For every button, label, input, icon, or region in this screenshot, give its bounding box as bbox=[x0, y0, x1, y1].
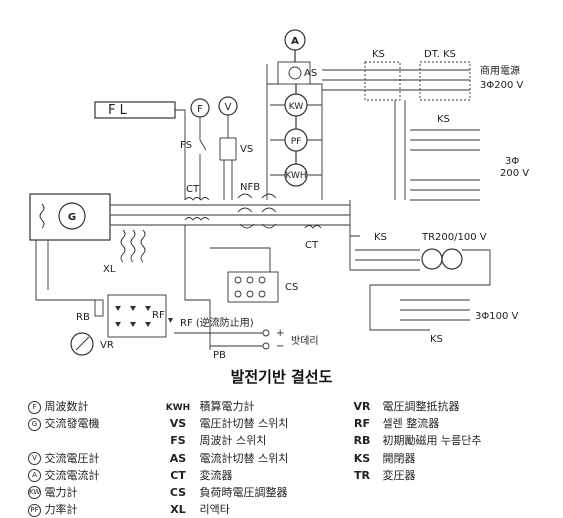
legend-row: KW 電力計 bbox=[28, 485, 78, 500]
dt-ks-label: DT. KS bbox=[424, 49, 456, 60]
ammeter-icon: A bbox=[28, 469, 41, 483]
switch-panel: KS DT. KS 商用電源 3Φ200 V KS 3Φ 200 V KS TR… bbox=[322, 49, 529, 345]
ammeter-group: A AS KW PF KWH bbox=[266, 29, 323, 200]
rb-label: RB bbox=[76, 312, 90, 323]
phi200-b-label: 200 V bbox=[500, 168, 529, 179]
legend-row: F 周波数計 bbox=[28, 398, 100, 415]
generator-group: G bbox=[29, 193, 350, 301]
rf-label: RF bbox=[152, 310, 165, 321]
fs-label: FS bbox=[180, 140, 192, 151]
commercial-3phi-label: 3Φ200 V bbox=[480, 80, 523, 91]
legend-row: TR 変圧器 bbox=[354, 468, 416, 482]
energy-meter-label: KWH bbox=[285, 171, 306, 181]
legend-left: F 周波数計 G 交流發電機 V 交流電圧計 A 交流電流計 KW 電力計 PF… bbox=[28, 398, 100, 518]
legend-row: RF 셀렌 整流器 bbox=[354, 417, 440, 431]
ct-top-label: CT bbox=[186, 184, 200, 195]
pf-meter-icon: PF bbox=[28, 503, 41, 517]
phi100-label: 3Φ100 V bbox=[475, 311, 518, 322]
legend-row: CS 負荷時電圧調整器 bbox=[169, 485, 288, 499]
generator-icon: G bbox=[28, 417, 41, 431]
freq-volt-group: F L F V FS VS bbox=[94, 96, 253, 200]
diagram-title: 발전기반 결선도 bbox=[230, 368, 333, 386]
generator-label: G bbox=[68, 212, 76, 223]
voltmeter-icon: V bbox=[28, 452, 41, 466]
battery-group: RF (逆流防止用) + − 밧데리 PB bbox=[168, 316, 319, 360]
battery-label: 밧데리 bbox=[291, 335, 319, 347]
ct-nfb-group: CT NFB CT bbox=[184, 182, 360, 271]
vr-label: VR bbox=[100, 340, 114, 351]
legend-row: AS 電流計切替 스위치 bbox=[169, 451, 289, 465]
legend-right: VR 電圧調整抵抗器 RF 셀렌 整流器 RB 初期勵磁用 누름단추 KS 開閉… bbox=[345, 398, 482, 484]
freq-meter-icon: F bbox=[28, 400, 41, 414]
freq-meter-label: F bbox=[197, 104, 203, 115]
ks-4-label: KS bbox=[430, 334, 443, 345]
ks-1-label: KS bbox=[372, 49, 385, 60]
wiring-diagram: A AS KW PF KWH F L F V FS VS G bbox=[29, 29, 529, 360]
volt-meter-label: V bbox=[225, 102, 232, 113]
legend-row: VS 電圧計切替 스위치 bbox=[169, 417, 289, 431]
legend-row: KS 開閉器 bbox=[353, 451, 416, 465]
ammeter-label: A bbox=[291, 36, 299, 47]
cs-group: CS bbox=[210, 247, 298, 303]
legend-row: XL 리액타 bbox=[170, 503, 230, 517]
legend-row: VR 電圧調整抵抗器 bbox=[353, 400, 460, 413]
legend-row: CT 変流器 bbox=[170, 468, 233, 482]
excitation-group: XL RB RF VR bbox=[70, 225, 211, 356]
battery-minus-label: − bbox=[276, 341, 284, 352]
tr-label: TR200/100 V bbox=[421, 232, 487, 243]
ct-bottom-label: CT bbox=[305, 240, 319, 251]
legend-row bbox=[28, 432, 100, 449]
ks-2-label: KS bbox=[437, 114, 450, 125]
ammeter-switch-label: AS bbox=[304, 68, 317, 79]
legend-row: A 交流電流計 bbox=[28, 467, 100, 484]
cs-label: CS bbox=[285, 282, 298, 293]
rf-note-label: RF (逆流防止用) bbox=[180, 316, 254, 329]
phi200-a-label: 3Φ bbox=[505, 156, 519, 167]
battery-plus-label: + bbox=[276, 328, 284, 339]
pf-meter-label: PF bbox=[291, 137, 302, 147]
commercial-power-label: 商用電源 bbox=[480, 64, 520, 77]
xl-label: XL bbox=[103, 264, 116, 275]
pb-label: PB bbox=[213, 350, 226, 360]
legend-row: RB 初期勵磁用 누름단추 bbox=[353, 434, 482, 448]
legend-row: KWH 積算電力計 bbox=[165, 400, 255, 413]
fl-label: F L bbox=[108, 103, 128, 118]
vs-label: VS bbox=[240, 144, 253, 155]
legend-row: G 交流發電機 bbox=[28, 415, 100, 432]
legend-row: PF 力率計 bbox=[28, 501, 100, 518]
ks-3-label: KS bbox=[374, 232, 387, 243]
power-meter-icon: KW bbox=[28, 486, 41, 500]
nfb-label: NFB bbox=[240, 182, 260, 193]
power-meter-label: KW bbox=[289, 102, 304, 112]
legend-row: FS 周波計 스위치 bbox=[170, 434, 267, 448]
legend-mid: KWH 積算電力計 VS 電圧計切替 스위치 FS 周波計 스위치 AS 電流計… bbox=[160, 398, 289, 518]
legend-row: V 交流電圧計 bbox=[28, 450, 100, 467]
